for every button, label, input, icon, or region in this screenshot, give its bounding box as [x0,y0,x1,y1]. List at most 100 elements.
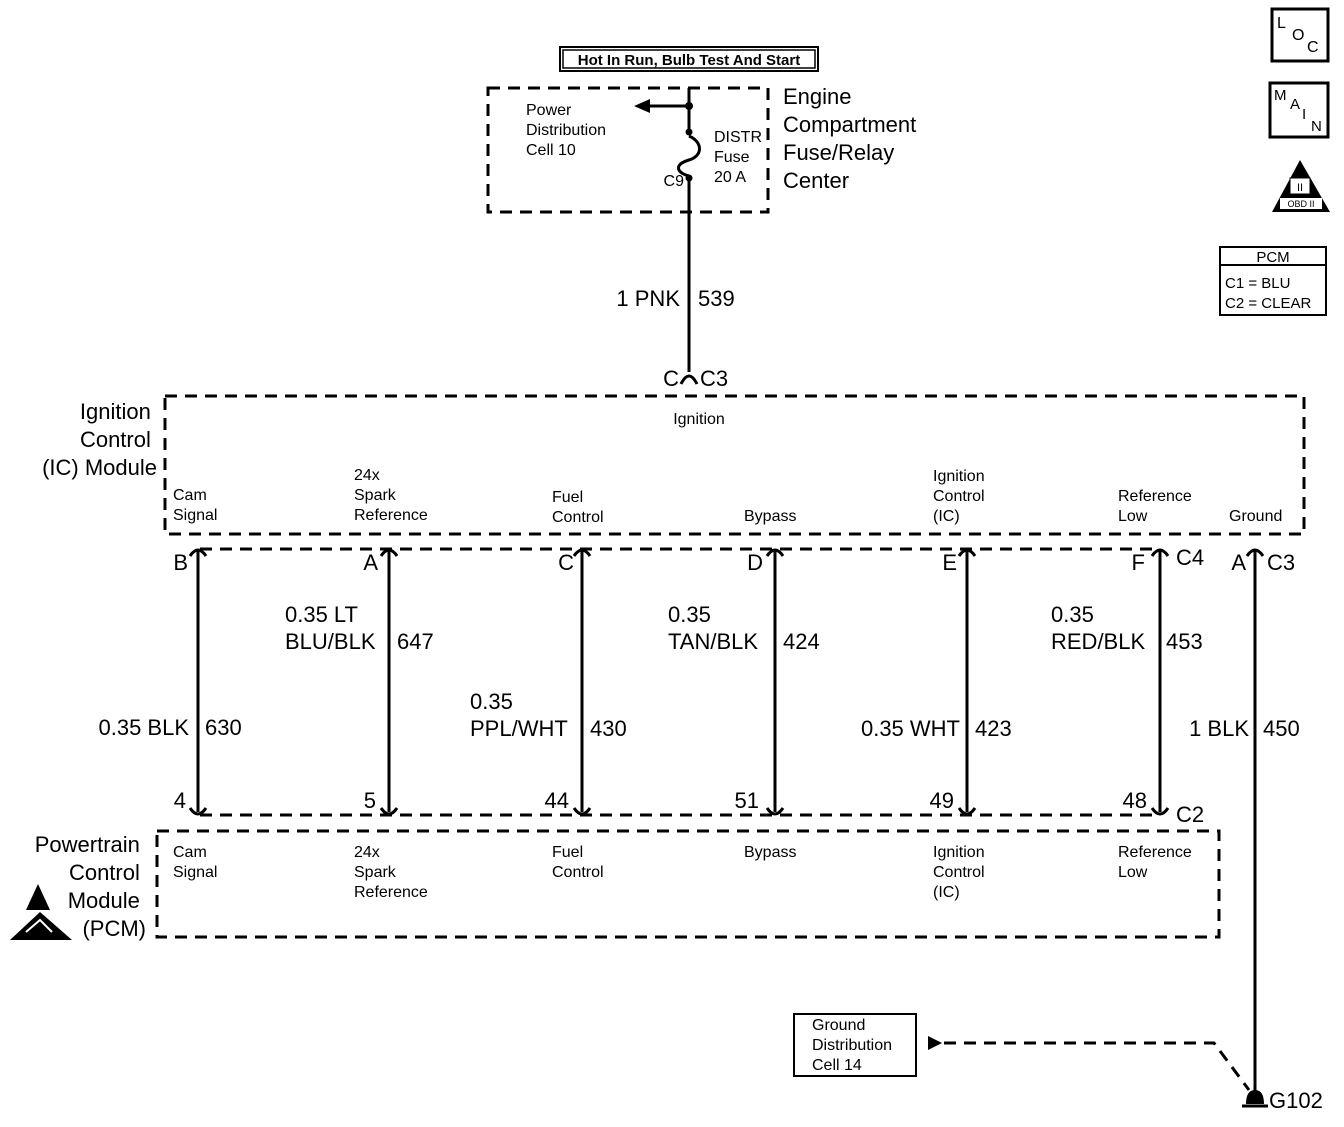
ground-distribution-box[interactable] [793,1013,917,1077]
main-icon-letter: I [1302,106,1306,123]
ic-terminal-ignition-control: Ignition Control (IC) [933,468,989,525]
wire-color: 0.35 TAN/BLK [668,602,758,654]
pcm-terminal-bypass: Bypass [744,844,796,861]
c3-connector-label: C3 [1267,550,1295,575]
ground-distribution-label: Ground Distribution Cell 14 [812,1017,896,1074]
wire-430: C 44 0.35 PPL/WHT 430 [470,548,627,816]
wire-color: 0.35 WHT [861,716,960,741]
ic-terminal-cam-signal: Cam Signal [173,487,217,524]
top-pin: B [173,550,188,575]
c2-connector-label: C2 [1176,802,1204,827]
ground-ref-dashed-line [944,1041,1251,1091]
ic-terminal-bypass: Bypass [744,508,796,525]
fuse-terminal-top [685,128,693,136]
ic-terminal-24x-spark-reference: 24x Spark Reference [354,467,428,524]
ic-ignition-label: Ignition [673,411,725,428]
ground-name: G102 [1269,1088,1323,1113]
ic-terminal-ground: Ground [1229,508,1282,525]
wire-647: A 5 0.35 LT BLU/BLK 647 [285,548,434,816]
loc-icon-letter: O [1292,27,1304,44]
ground-g102: G102 [1242,1088,1323,1113]
pcm-terminal-cam-signal: Cam Signal [173,844,217,881]
bottom-pin: 48 [1123,788,1147,813]
wire-circuit: 423 [975,716,1012,741]
ground-wire-color: 1 BLK [1189,716,1249,741]
ic-module-border [163,394,1306,536]
bottom-pin: 5 [364,788,376,813]
fuse-icon [677,134,701,178]
loc-icon[interactable]: L O C [1270,7,1330,63]
ground-distribution-ref[interactable]: Ground Distribution Cell 14 [793,1013,1251,1091]
pcm-title: Powertrain Control Module (PCM) [35,832,146,941]
feed-wire-color: 1 PNK [616,286,680,311]
connector-symbol [957,807,977,816]
ic-terminal-fuel-control: Fuel Control [552,489,604,526]
ic-connector-pin: C [663,366,679,391]
wire-circuit: 424 [783,629,820,654]
wire-circuit: 647 [397,629,434,654]
fuse-terminal-bottom [685,174,693,182]
bottom-pin: 49 [930,788,954,813]
main-icon-letter: M [1274,87,1287,104]
wire-circuit: 630 [205,715,242,740]
connector-symbol [379,807,399,816]
main-icon-letter: N [1311,118,1322,135]
c9-connector-label: C9 [664,173,685,190]
power-dist-arrow-icon [634,99,650,113]
wire-color: 0.35 BLK [98,715,189,740]
top-pin: D [747,550,763,575]
wire-circuit: 453 [1166,629,1203,654]
wire-circuit: 430 [590,716,627,741]
fuse-relay-center: Power Distribution Cell 10 DISTR Fuse 20… [486,84,922,214]
pcm-legend-c1: C1 = BLU [1225,275,1290,292]
connector-symbol [1150,807,1170,816]
bottom-pin: 4 [174,788,186,813]
ic-module-title: Ignition Control (IC) Module [42,399,157,480]
wire-453: F 48 0.35 RED/BLK 453 [1051,548,1203,816]
pcm-legend: PCM C1 = BLU C2 = CLEAR [1219,246,1327,316]
top-pin: C [558,550,574,575]
pcm-terminal-reference-low: Reference Low [1118,844,1196,881]
connector-symbol [572,807,592,816]
connector-symbol [765,807,785,816]
ic-connector-name: C3 [700,366,728,391]
c4-connector-label: C4 [1176,545,1204,570]
loc-icon-letter: C [1307,39,1319,56]
fuse-label: DISTR Fuse 20 A [714,129,766,186]
ground-icon [1246,1090,1264,1104]
ground-wire-circuit: 450 [1263,716,1300,741]
pcm-terminal-24x-spark-reference: 24x Spark Reference [354,844,428,901]
wire-color: 0.35 LT BLU/BLK [285,602,376,654]
wire-424: D 51 0.35 TAN/BLK 424 [668,548,820,816]
top-pin: E [942,550,957,575]
ic-terminal-reference-low: Reference Low [1118,488,1196,525]
wire-423: E 49 0.35 WHT 423 [861,548,1012,816]
header-box-label: Hot In Run, Bulb Test And Start [578,52,800,69]
feed-wire-539: 1 PNK 539 C C3 [616,180,735,391]
loc-icon-letter: L [1277,15,1286,32]
pcm-terminal-ignition-control: Ignition Control (IC) [933,844,989,901]
wire-630: B 4 0.35 BLK 630 [98,548,242,816]
ground-wire-450: A C3 1 BLK 450 [1189,548,1300,1092]
c3-connector-symbol [679,374,699,385]
power-distribution-label: Power Distribution Cell 10 [526,102,610,159]
pcm-border [155,829,1221,939]
ground-ref-arrow-icon [928,1036,942,1050]
ground-top-pin: A [1231,550,1246,575]
pcm-module: Powertrain Control Module (PCM) Cam Sign… [10,829,1221,941]
bottom-pin: 51 [735,788,759,813]
ic-module: Ignition Control (IC) Module Ignition Ca… [42,394,1306,536]
pcm-legend-title: PCM [1256,249,1289,266]
feed-wire-circuit: 539 [698,286,735,311]
pcm-terminal-fuel-control: Fuel Control [552,844,604,881]
top-pin: A [363,550,378,575]
obd-icon-label: II [1297,182,1303,194]
obd-icon-caption: OBD II [1287,199,1314,209]
header-box: Hot In Run, Bulb Test And Start [559,46,819,72]
wire-color: 0.35 PPL/WHT [470,689,568,741]
obd-ii-icon[interactable]: II OBD II [1272,160,1330,212]
main-icon[interactable]: M A I N [1268,81,1330,139]
fuse-center-border [486,86,770,214]
fuse-center-title: Engine Compartment Fuse/Relay Center [783,84,922,193]
